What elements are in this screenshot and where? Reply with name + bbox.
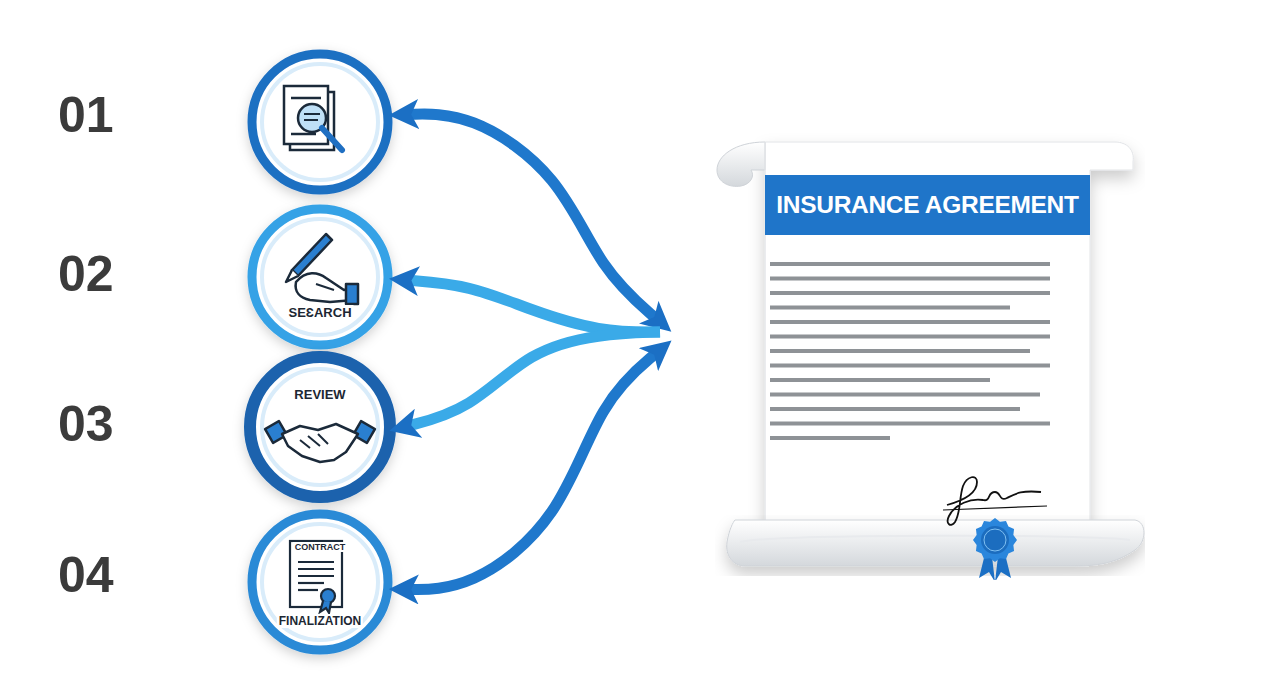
step-circle: 01 bbox=[248, 50, 392, 194]
step-circle: 03REVIEW bbox=[248, 355, 392, 499]
step-circle: 02SEƐARCH bbox=[248, 205, 392, 349]
step-label: CONTRACT bbox=[293, 542, 348, 552]
document-search-icon bbox=[284, 86, 342, 150]
step-number: 01 bbox=[58, 86, 114, 144]
flow-arrow bbox=[404, 350, 660, 589]
header-band: INSURANCE AGREEMENT bbox=[765, 175, 1090, 235]
step-circle: 04CONTRACTFINALIZATION bbox=[248, 510, 392, 654]
document-title: INSURANCE AGREEMENT bbox=[776, 191, 1078, 219]
handshake-icon bbox=[265, 421, 375, 462]
step-number: 03 bbox=[58, 395, 114, 453]
circle-rings bbox=[250, 54, 390, 650]
flow-arrow bbox=[404, 114, 660, 322]
step-label: FINALIZATION bbox=[277, 614, 363, 628]
step-number: 02 bbox=[58, 245, 114, 303]
hand-pen-icon bbox=[286, 234, 358, 304]
step-label: REVIEW bbox=[292, 387, 347, 402]
step-number: 04 bbox=[58, 546, 114, 604]
agreement-document: INSURANCE AGREEMENT bbox=[715, 130, 1145, 580]
flow-arrow bbox=[404, 280, 660, 332]
step-label: SEƐARCH bbox=[286, 305, 353, 320]
